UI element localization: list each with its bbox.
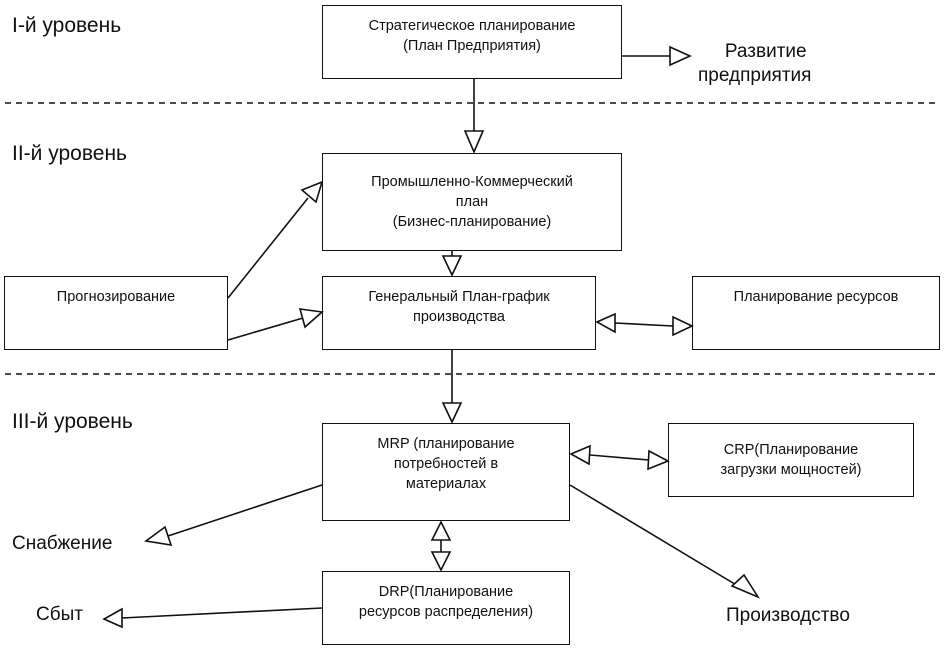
arrowhead-crp-left: [647, 449, 670, 471]
link-master-resources: [614, 322, 674, 327]
master-schedule-box: Генеральный План-график производства: [322, 276, 596, 350]
arrowhead-drp-top: [430, 551, 452, 572]
industrial-plan-line-2: план: [455, 194, 489, 210]
level-3-label: III-й уровень: [12, 410, 133, 433]
industrial-commercial-plan-box: Промышленно-Коммерческий план (Бизнес-пл…: [322, 153, 622, 251]
forecasting-box: Прогнозирование: [4, 276, 228, 350]
arrowhead-industrial-left: [300, 180, 324, 204]
strategic-planning-box: Стратегическое планирование (План Предпр…: [322, 5, 622, 79]
level-1-label: I-й уровень: [12, 14, 122, 37]
arrow-mrp-to-supply: [167, 484, 323, 537]
crp-box: CRP(Планирование загрузки мощностей): [668, 423, 914, 497]
resource-planning-box: Планирование ресурсов: [692, 276, 940, 350]
arrow-forecasting-to-industrial: [227, 197, 309, 299]
link-mrp-crp: [589, 454, 650, 461]
arrowhead-development: [669, 45, 692, 67]
resource-planning-label: Планирование ресурсов: [733, 289, 899, 305]
arrowhead-sales: [102, 607, 123, 629]
crp-line-1: CRP(Планирование: [723, 442, 859, 458]
mrp-box: MRP (планирование потребностей в материа…: [322, 423, 570, 521]
arrowhead-production: [730, 573, 761, 599]
strategic-planning-line-2: (План Предприятия): [403, 38, 541, 54]
development-line-2: предприятия: [698, 64, 812, 86]
arrowhead-mrp-right: [569, 444, 591, 466]
mrp-line-1: MRP (планирование: [377, 436, 515, 452]
industrial-plan-line-1: Промышленно-Коммерческий: [371, 174, 573, 190]
arrowhead-resources-left: [672, 315, 694, 337]
master-schedule-line-1: Генеральный План-график: [368, 289, 550, 305]
level-2-label: II-й уровень: [12, 142, 127, 165]
master-schedule-line-2: производства: [413, 309, 505, 325]
industrial-plan-line-3: (Бизнес-планирование): [392, 214, 552, 230]
arrow-mrp-to-production: [569, 484, 739, 587]
mrp-line-3: материалах: [405, 476, 487, 492]
arrowhead-supply: [143, 525, 173, 546]
production-label: Производство: [726, 605, 850, 626]
forecasting-label: Прогнозирование: [56, 289, 176, 305]
arrowhead-industrial: [463, 130, 485, 155]
arrowhead-master-top: [441, 255, 463, 277]
drp-line-1: DRP(Планирование: [378, 584, 514, 600]
crp-line-2: загрузки мощностей): [720, 462, 862, 478]
arrow-drp-to-sales: [121, 607, 323, 619]
development-label: Развитие предприятия: [698, 40, 811, 88]
drp-box: DRP(Планирование ресурсов распределения): [322, 571, 570, 645]
strategic-planning-line-1: Стратегическое планирование: [368, 18, 576, 34]
arrow-forecasting-to-master: [227, 317, 304, 341]
sales-label: Сбыт: [36, 604, 83, 625]
arrowhead-mrp-bottom: [430, 520, 452, 541]
arrowhead-master-right: [595, 312, 616, 334]
mrp-line-2: потребностей в: [393, 456, 499, 472]
arrowhead-mrp-top: [441, 402, 463, 424]
drp-line-2: ресурсов распределения): [358, 604, 534, 620]
development-line-1: Развитие: [724, 41, 807, 62]
supply-label: Снабжение: [12, 533, 113, 554]
arrowhead-master-left: [298, 308, 324, 329]
